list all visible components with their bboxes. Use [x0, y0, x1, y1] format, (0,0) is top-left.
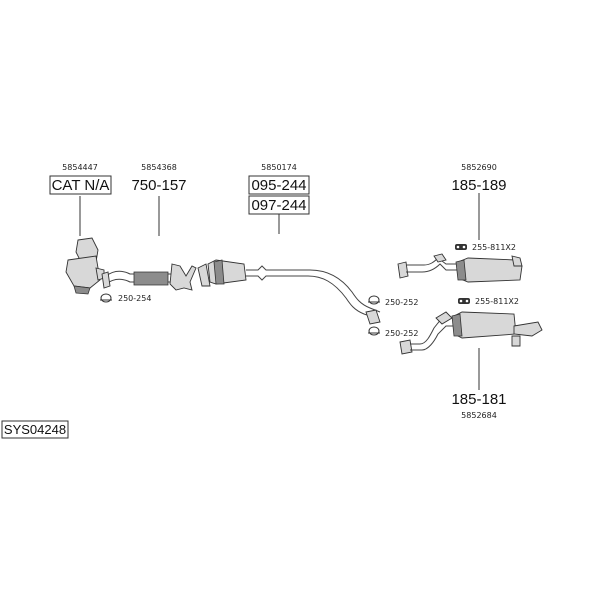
front-pipe-code: 750-157 [131, 177, 186, 194]
rear-silencer-lower-part[interactable] [399, 311, 543, 355]
middle-silencer-code-2: 097-244 [251, 197, 306, 214]
rear-silencer-lower-part-number: 5852684 [461, 411, 497, 420]
hanger-upper-icon [455, 244, 467, 250]
hanger-lower-icon [458, 298, 470, 304]
system-code-box [1, 420, 69, 439]
clamp-mid-lower-label: 250-252 [385, 329, 418, 338]
clamp-mid-lower-icon [368, 326, 380, 336]
hanger-lower-label: 255-811X2 [475, 297, 519, 306]
middle-silencer-code-1: 095-244 [251, 177, 306, 194]
rear-silencer-upper-code: 185-189 [451, 177, 506, 194]
catalyst-part[interactable] [65, 237, 105, 295]
front-pipe-part-number: 5854368 [141, 163, 177, 172]
rear-silencer-lower-code: 185-181 [451, 391, 506, 408]
hanger-upper-label: 255-811X2 [472, 243, 516, 252]
middle-silencer-part-number: 5850174 [261, 163, 297, 172]
clamp-front-icon [100, 293, 112, 303]
middle-silencer-part[interactable] [197, 259, 381, 325]
rear-silencer-upper-part-number: 5852690 [461, 163, 497, 172]
clamp-mid-upper-label: 250-252 [385, 298, 418, 307]
catalyst-code-box [49, 175, 112, 195]
middle-silencer-code-box-1 [248, 175, 310, 195]
rear-silencer-upper-part[interactable] [397, 253, 523, 283]
catalyst-code: CAT N/A [52, 177, 110, 194]
clamp-front-label: 250-254 [118, 294, 151, 303]
catalyst-part-number: 5854447 [62, 163, 98, 172]
clamp-mid-upper-icon [368, 295, 380, 305]
middle-silencer-code-box-2 [248, 195, 310, 215]
front-pipe-part[interactable] [101, 263, 197, 291]
system-code: SYS04248 [4, 422, 66, 437]
